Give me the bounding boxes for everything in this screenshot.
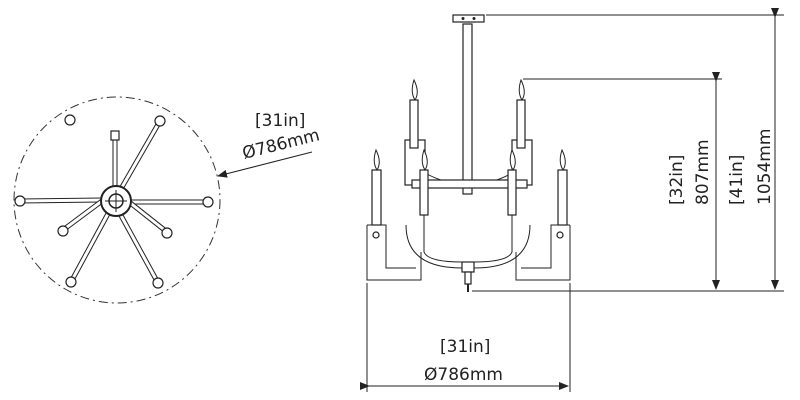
front-view [366, 14, 571, 292]
body-height-mm-label: 807mm [693, 139, 713, 205]
center-stem [462, 23, 473, 195]
lower-left-outer-candle [371, 169, 382, 226]
top-view-outline-circle [13, 96, 221, 304]
width-in-label: [31in] [440, 337, 490, 357]
width-mm-label: Ø786mm [424, 365, 503, 385]
overall-height-in-label: [41in] [727, 155, 747, 205]
top-view-cups [14, 114, 214, 289]
top-view-arms [19, 119, 208, 285]
lower-left-inner-candle [419, 169, 429, 216]
ceiling-canopy [452, 14, 485, 23]
upper-left-candle [409, 99, 419, 149]
overall-height-mm-label: 1054mm [755, 129, 775, 205]
dimension-lines [360, 8, 784, 392]
top-view-diameter-in: [31in] [255, 111, 305, 131]
lower-right-outer-candle [557, 169, 568, 226]
upper-right-candle [516, 99, 526, 149]
top-view-leader-arrow [217, 151, 313, 178]
lower-right-inner-candle [507, 169, 517, 216]
top-view-diameter-mm: Ø786mm [240, 125, 321, 164]
center-hub-band [411, 179, 528, 189]
top-view-hub [100, 185, 132, 217]
body-height-in-label: [32in] [667, 155, 687, 205]
top-view: [31in] Ø786mm [13, 96, 322, 304]
bottom-finial [464, 271, 472, 285]
